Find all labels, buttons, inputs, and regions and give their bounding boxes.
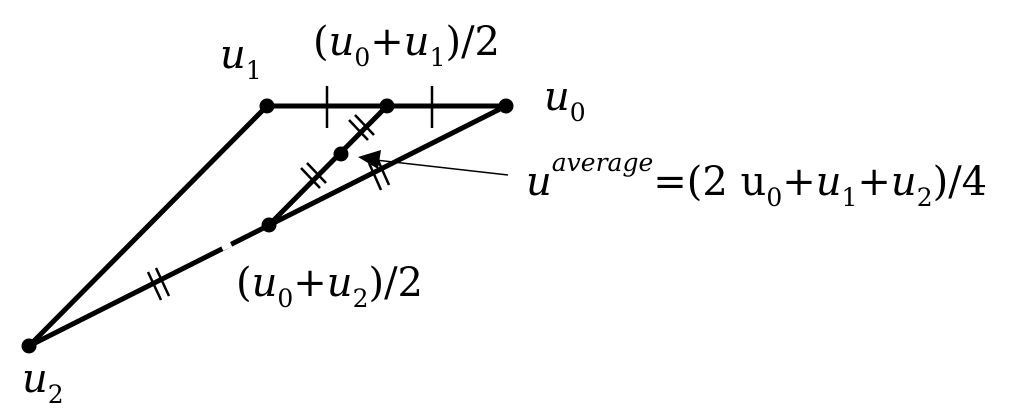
label-u2: u2: [22, 356, 64, 409]
point-m02: [261, 217, 277, 233]
tick-edge-upper-a: [367, 162, 383, 191]
arrow-line: [374, 159, 509, 176]
label-midpoint-u0-u1: (u0+u1)/2: [313, 19, 500, 72]
label-u0: u0: [544, 74, 586, 127]
arrow-head: [358, 150, 381, 169]
tick-median-upper-b: [354, 114, 375, 136]
tick-edge-lower-a: [146, 271, 163, 301]
point-u2: [21, 338, 37, 354]
point-average: [333, 146, 349, 162]
tick-marks: [146, 86, 434, 301]
label-midpoint-u0-u2: (u0+u2)/2: [236, 260, 423, 313]
label-u1: u1: [220, 32, 262, 85]
points: [21, 98, 514, 354]
tick-edge-lower-b: [154, 267, 171, 297]
point-m01: [379, 98, 395, 114]
point-u0: [498, 98, 514, 114]
label-average-formula: uaverage=(2 u0+u1+u2)/4: [526, 148, 987, 212]
edge-u1-u2: [26, 103, 270, 349]
median-m02-m01: [266, 103, 390, 228]
tick-median-upper-a: [348, 119, 369, 141]
tick-median-lower-a: [300, 167, 321, 189]
point-u1: [259, 98, 275, 114]
edge-gap: [220, 241, 233, 251]
tick-median-lower-b: [306, 162, 327, 184]
